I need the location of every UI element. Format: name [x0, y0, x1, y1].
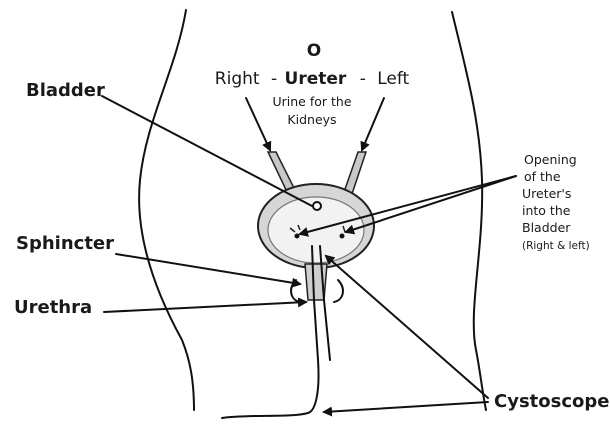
ureter-opening-left — [340, 234, 345, 239]
opening-note-5: Bladder — [522, 220, 571, 235]
urine-note-2: Kidneys — [287, 112, 336, 127]
label-urethra: Urethra — [14, 297, 92, 318]
opening-note-4: into the — [522, 203, 571, 218]
opening-note-6: (Right & left) — [522, 240, 590, 252]
ureter-sep-left: - — [271, 69, 277, 89]
opening-note-1: Opening — [524, 152, 577, 167]
cystoscope-body — [222, 246, 319, 418]
urethra-pointer — [104, 302, 306, 312]
cystoscope-pointer-upper — [326, 256, 488, 398]
body-outline-left — [139, 10, 194, 410]
bladder-pointer — [102, 96, 312, 206]
left-ureter — [344, 152, 366, 194]
label-cystoscope: Cystoscope — [494, 391, 609, 412]
ureter-arrow-right — [246, 98, 270, 150]
body-outline-right — [452, 12, 486, 410]
ureter-right-word: Right — [215, 69, 260, 89]
sphincter-pointer — [116, 254, 300, 284]
cystoscope-pointer-lower — [324, 402, 488, 412]
sphincter-right — [334, 280, 343, 302]
opening-pointer-left — [346, 176, 516, 232]
ureter-arrow-left — [362, 98, 384, 150]
ureter-middle-word: Ureter — [285, 69, 347, 89]
ureter-heading: Right - Ureter - Left — [215, 69, 410, 89]
label-sphincter: Sphincter — [16, 233, 114, 254]
opening-note-3: Ureter's — [522, 186, 571, 201]
opening-note-2: of the — [524, 169, 561, 184]
top-mark: O — [307, 41, 321, 61]
ureter-opening-right — [295, 234, 300, 239]
ureter-sep-right: - — [360, 69, 366, 89]
urine-note-1: Urine for the — [272, 94, 351, 109]
ureter-left-word: Left — [377, 69, 409, 89]
label-bladder: Bladder — [26, 80, 105, 101]
bladder-point — [313, 202, 321, 210]
